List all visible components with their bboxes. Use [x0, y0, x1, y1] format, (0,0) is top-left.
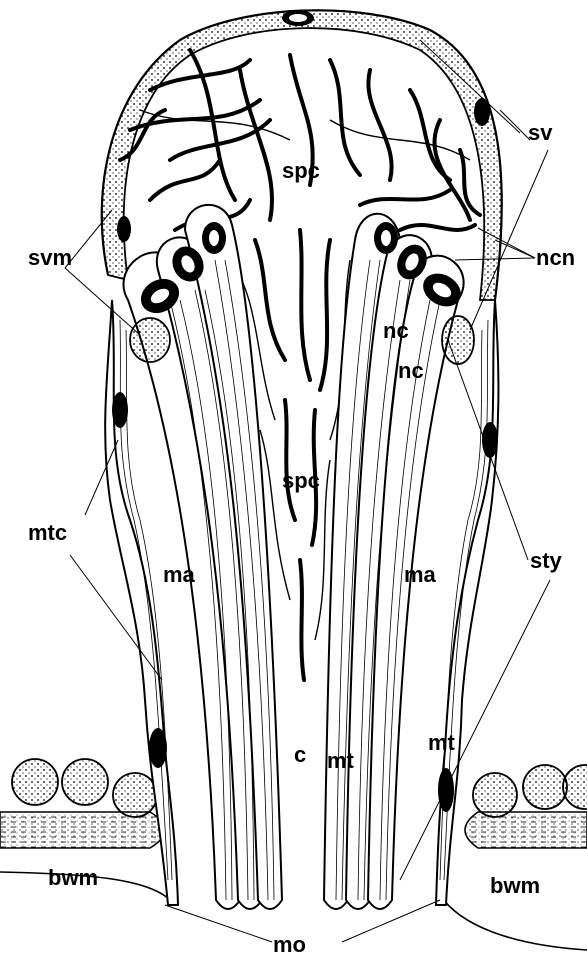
label-spc-top: spc: [282, 158, 320, 183]
label-spc-mid: spc: [282, 468, 320, 493]
label-ma-right: ma: [404, 562, 437, 587]
label-bwm-left: bwm: [48, 865, 98, 890]
label-mt-center: mt: [327, 748, 355, 773]
vesicle-nucleus-right: [442, 316, 474, 364]
myoepithelial-nucleus-right-lower: [438, 768, 454, 812]
body-surface-right: [440, 895, 587, 950]
label-ma-left: ma: [163, 562, 196, 587]
label-bwm-right: bwm: [490, 873, 540, 898]
myoepithelial-nucleus-left-lower: [149, 728, 167, 768]
muscle-cross-sections-right: [473, 765, 587, 817]
label-mtc: mtc: [28, 520, 67, 545]
body-wall-muscle-right: [465, 812, 587, 848]
muscle-cross-sections-left: [12, 759, 157, 817]
label-mo: mo: [273, 932, 306, 957]
myoepithelial-nucleus-left-upper: [112, 392, 128, 428]
label-c: c: [294, 742, 306, 767]
vesicle-nucleus-left: [130, 318, 170, 362]
label-sv: sv: [528, 120, 553, 145]
label-ncn: ncn: [536, 245, 575, 270]
label-sty: sty: [530, 548, 563, 573]
label-svm: svm: [28, 245, 72, 270]
label-nc-upper: nc: [383, 318, 409, 343]
label-nc-lower: nc: [398, 358, 424, 383]
body-wall-muscle-left: [0, 812, 165, 848]
sheath-nucleus-left: [117, 216, 131, 242]
label-mt-right: mt: [428, 730, 456, 755]
